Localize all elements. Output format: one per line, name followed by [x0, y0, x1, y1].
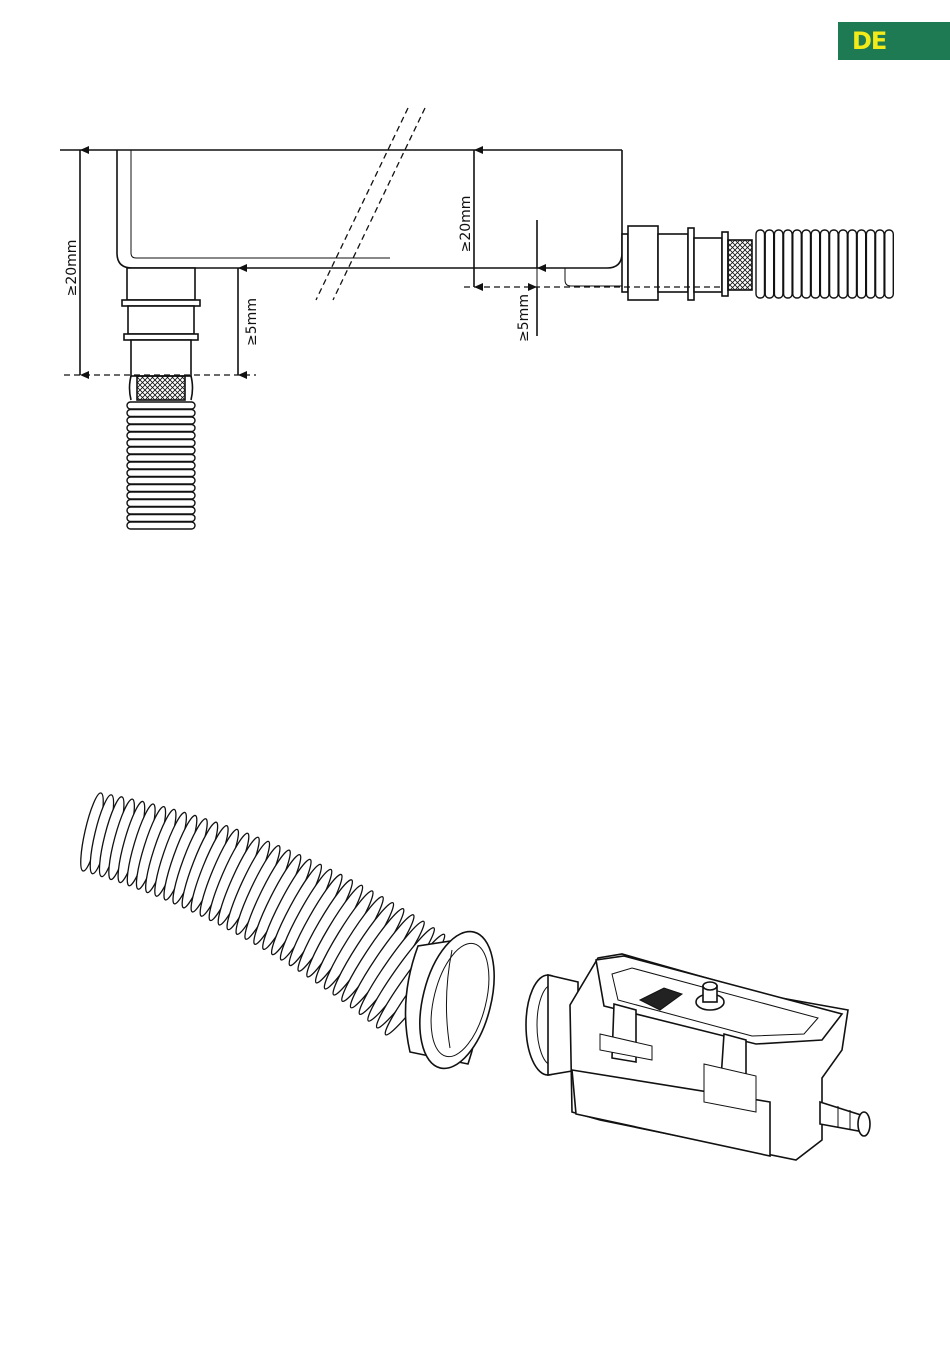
drain-box — [526, 954, 870, 1160]
svg-text:≥20mm: ≥20mm — [458, 196, 474, 253]
hose-rib — [186, 823, 234, 914]
hose-rib — [275, 866, 337, 963]
hose-rib — [131, 805, 170, 892]
svg-text:≥5mm: ≥5mm — [516, 294, 532, 342]
hose-rib — [95, 795, 129, 878]
hose-rib — [127, 492, 195, 499]
hose-rib — [127, 522, 195, 529]
svg-text:≥5mm: ≥5mm — [244, 298, 260, 346]
hose-rib — [345, 911, 419, 1012]
hose-rib — [811, 230, 820, 298]
hose-rib — [266, 861, 327, 958]
hose-rib — [310, 887, 378, 986]
hose-rib — [127, 500, 195, 507]
dim-right-total: ≥20mm — [458, 150, 474, 287]
hose-rib — [885, 230, 894, 298]
hose-rib — [857, 230, 866, 298]
hose-rib — [257, 856, 316, 952]
hose-rib — [866, 230, 875, 298]
hose-rib — [820, 230, 829, 298]
right-hose — [756, 230, 893, 298]
hose-rib — [127, 447, 195, 454]
hose-rib — [104, 797, 139, 881]
dim-left-total: ≥20mm — [64, 150, 80, 375]
left-hose — [127, 402, 195, 529]
hose-rib — [204, 831, 254, 924]
hose-rib — [363, 924, 440, 1025]
left-outlet-fitting — [122, 268, 200, 400]
hose-rib — [150, 810, 192, 898]
corrugated-hose — [76, 791, 460, 1038]
hose-rib — [76, 791, 108, 872]
hose-rib — [127, 410, 195, 417]
hose-rib — [213, 834, 265, 927]
hose-rib — [127, 425, 195, 432]
hose-rib — [756, 230, 765, 298]
hose-rib — [127, 455, 195, 462]
hose-rib — [168, 816, 213, 906]
hose-rib — [113, 800, 149, 885]
hose-rib — [830, 230, 839, 298]
hose-rib — [328, 899, 399, 999]
hose-rib — [122, 802, 160, 888]
hose-rib — [293, 876, 358, 974]
hose-rib — [127, 402, 195, 409]
hose-rib — [784, 230, 793, 298]
svg-text:≥20mm: ≥20mm — [64, 240, 80, 297]
hose-rib — [876, 230, 885, 298]
hose-rib — [127, 440, 195, 447]
hose-rib — [371, 930, 450, 1031]
dim-left-gap: ≥5mm — [238, 268, 260, 375]
hose-rib — [127, 462, 195, 469]
hose-rib — [127, 417, 195, 424]
hose-rib — [336, 905, 409, 1005]
hose-rib — [231, 843, 286, 938]
hose-rib — [177, 820, 223, 910]
hose-rib — [380, 937, 460, 1039]
hose-rib — [301, 882, 368, 981]
hose-rib — [127, 477, 195, 484]
hose-rib — [86, 793, 119, 875]
hose-rib — [127, 485, 195, 492]
hose-rib — [127, 507, 195, 514]
hose-rib — [793, 230, 802, 298]
hose-rib — [802, 230, 811, 298]
hose-rib — [127, 470, 195, 477]
break-line-2 — [333, 108, 425, 300]
hose-rib — [127, 515, 195, 522]
clearance-diagram: ≥20mm ≥5mm ≥20mm ≥5mm — [0, 0, 950, 600]
hose-rib — [319, 893, 389, 992]
hose-rib — [127, 432, 195, 439]
hose-rib — [141, 807, 181, 894]
break-line-1 — [316, 108, 408, 300]
hose-rib — [248, 852, 306, 948]
right-outlet-fitting — [622, 226, 752, 300]
hose-rib — [284, 871, 348, 969]
hose-rib — [765, 230, 774, 298]
hose-rib — [774, 230, 783, 298]
hose-rib — [848, 230, 857, 298]
hose-connector — [406, 924, 507, 1076]
hose-rib — [354, 917, 430, 1018]
hose-rib — [159, 813, 202, 902]
hose-rib — [195, 827, 244, 919]
hose-rib — [240, 847, 296, 942]
hose-rib — [222, 839, 275, 933]
dim-right-gap: ≥5mm — [516, 220, 537, 342]
hose-rib — [839, 230, 848, 298]
